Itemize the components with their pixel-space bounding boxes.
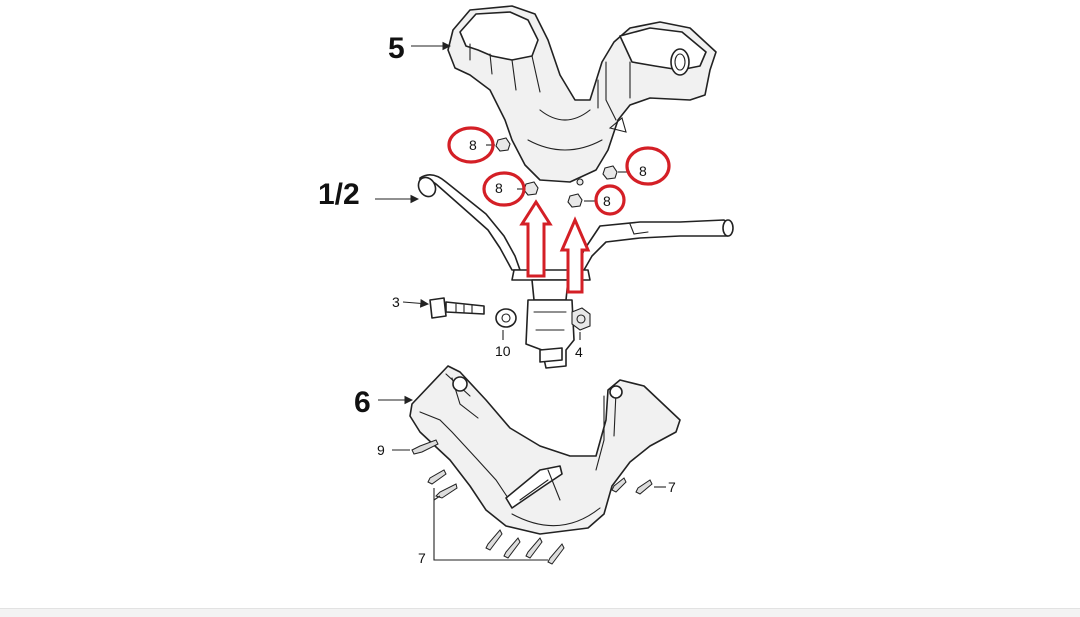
clip-nuts	[486, 137, 630, 208]
highlight-circles	[447, 126, 671, 216]
highlight-arrow-right	[559, 216, 591, 294]
label-part-8-d: 8	[639, 163, 647, 179]
screw-9	[411, 439, 439, 455]
upper-handlebar-cover	[447, 5, 717, 183]
label-part-8-c: 8	[603, 193, 611, 209]
label-part-4: 4	[575, 344, 583, 360]
label-part-7-right: 7	[668, 479, 676, 495]
bushing	[495, 308, 517, 328]
bottom-edge	[0, 608, 1080, 617]
label-part-8-a: 8	[469, 137, 477, 153]
nut	[571, 307, 591, 331]
label-part-1-2: 1/2	[318, 178, 360, 211]
screws-7	[427, 469, 653, 565]
label-part-3: 3	[392, 294, 400, 310]
label-part-9: 9	[377, 442, 385, 458]
highlight-arrow-left	[519, 199, 553, 278]
label-part-6: 6	[354, 386, 371, 419]
label-part-5: 5	[388, 32, 405, 65]
lower-handlebar-cover	[409, 365, 681, 535]
bolt	[429, 297, 485, 319]
label-part-10: 10	[495, 343, 511, 359]
label-part-7-bottom: 7	[418, 550, 426, 566]
label-part-8-b: 8	[495, 180, 503, 196]
